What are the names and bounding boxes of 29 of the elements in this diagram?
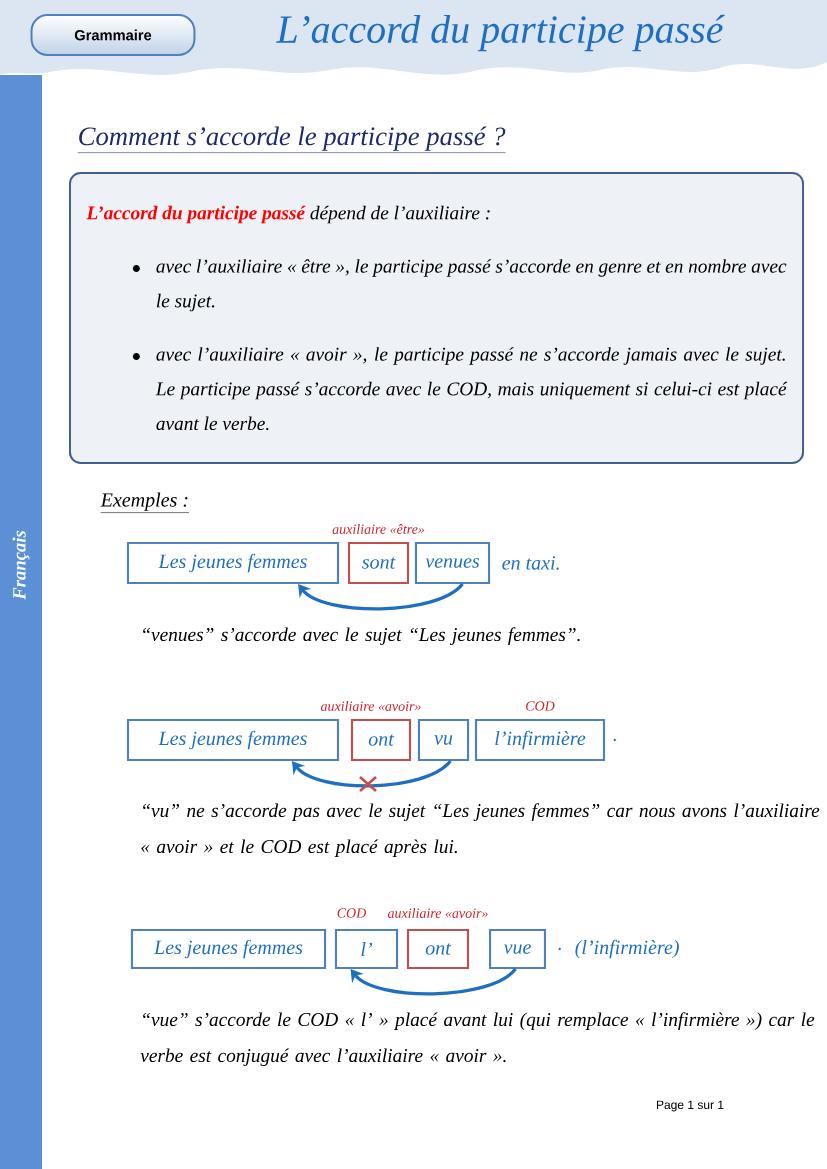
word-box: l’ [334,928,399,970]
annotation-label: auxiliaire «avoir» [387,908,488,918]
curved-arrow [298,582,464,611]
explanation-text: “venues” s’accorde avec le sujet “Les jeunes femmes”. [143,627,580,645]
word-box: Les jeunes femmes [126,541,340,585]
sentence-word: (l’infirmière) [575,939,679,959]
word-box: venues [414,541,491,585]
rule-box: L’accord du participe passé dépend de l’auxiliaire : avec l’auxiliaire « être », le participe passé s’accorde en genre et en nombre avec le sujet. avec l’auxiliaire « avoir », le participe passé ne s’accorde jamais avec le sujet. Le participe passé s’accorde avec le COD, mais uniquement si celui-ci est placé avant le verbe. [68,172,805,464]
word-box: vu [417,718,470,762]
word-box: l’infirmière [474,718,606,762]
explanation-text: “vu” ne s’accorde pas avec le sujet “Les jeunes femmes” car nous avons l’auxiliaire « avoir » et le COD est placé après lui. [141,803,820,857]
section-heading: Comment s’accorde le participe passé ? [77,126,506,153]
annotation-label: COD [526,701,555,711]
annotation-label: auxiliaire «avoir» [320,701,421,711]
annotation-label: auxiliaire «être» [332,524,425,534]
auxiliary-box: ont [406,928,470,970]
explanation-text: “vue” s’accorde le COD « l’ » placé avant lui (qui remplace « l’infirmière ») car le verbe est conjugué avec l’auxiliaire « avoir ». [140,1012,815,1066]
curved-arrow [350,967,517,996]
auxiliary-box: ont [350,718,412,762]
word-box: Les jeunes femmes [130,928,327,970]
word-box: vue [488,928,547,970]
examples-heading: Exemples : [100,492,190,513]
page-number: Page 1 sur 1 [656,1100,724,1112]
auxiliary-box: sont [347,541,410,585]
page-title: L’accord du participe passé [276,14,725,52]
tab-button: Grammaire [30,14,196,56]
word-box: Les jeunes femmes [126,718,340,762]
side-bar: Français [0,75,42,1169]
annotation-label: COD [337,908,367,918]
